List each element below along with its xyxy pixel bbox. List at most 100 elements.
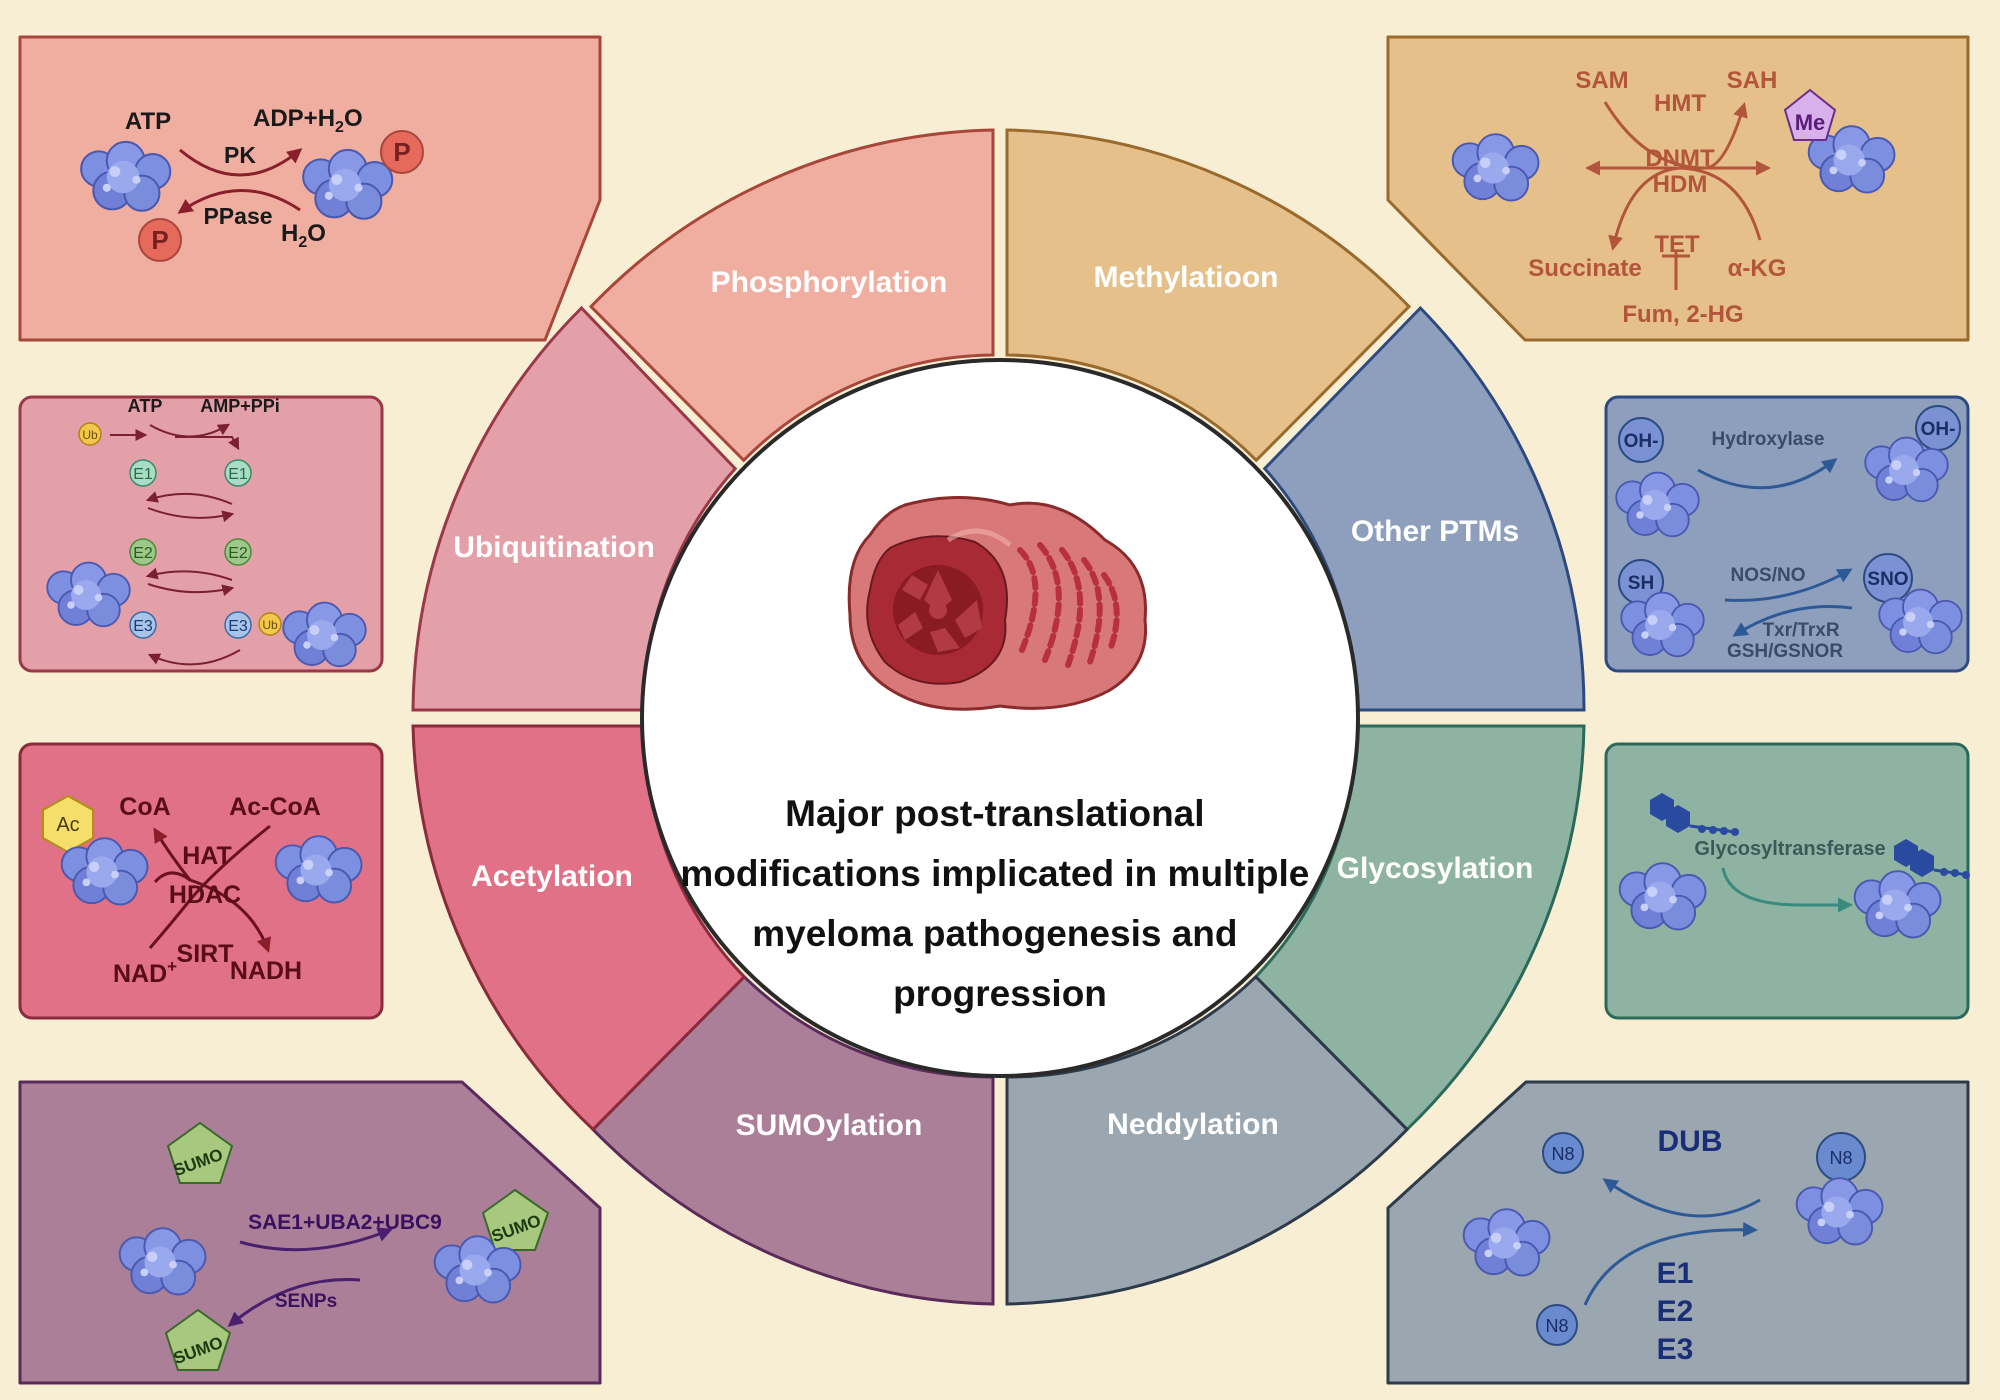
sumo-icon: SUMO — [481, 1188, 550, 1251]
phosphate-icon: P — [138, 218, 182, 262]
sam-sah-arrow — [1603, 101, 1748, 170]
segment-acetylation[interactable] — [411, 724, 747, 1132]
nitrosylation-arrow — [1724, 568, 1853, 602]
e1-icon: E1 — [224, 459, 252, 487]
svg-text:N8: N8 — [1545, 1316, 1568, 1336]
sumo-icon: SUMO — [166, 1121, 234, 1184]
svg-text:Ub: Ub — [262, 618, 278, 632]
ac-coa-label: Ac-CoA — [229, 793, 321, 821]
glycan-chain-icon — [1894, 839, 1970, 879]
alpha-kg-label: α-KG — [1728, 255, 1787, 282]
acetylation-panel: Ac CoA Ac-CoA HAT HDAC SIRT NAD+ NADH — [18, 742, 384, 1020]
ubiquitin-icon: Ub — [258, 612, 282, 636]
e3-icon: E3 — [129, 611, 157, 639]
nadh-label: NADH — [230, 957, 302, 985]
svg-text:SNO: SNO — [1867, 569, 1908, 590]
hydroxyl-group-icon: OH- — [1915, 405, 1961, 451]
phosphate-icon: P — [380, 130, 424, 174]
phosphorylation-label: Phosphorylation — [711, 266, 948, 299]
other-ptms-panel: OH- OH- SH SNO Hydroxylase NOS/NO Txr/Tr… — [1604, 395, 1970, 673]
gsh-gsnor-label: GSH/GSNOR — [1727, 641, 1843, 662]
svg-text:E1: E1 — [228, 466, 248, 483]
methylation-label: Methylatioon — [1094, 261, 1279, 294]
hat-label: HAT — [182, 842, 232, 870]
glycosylation-arrow — [1721, 867, 1853, 913]
atp-label: ATP — [125, 108, 171, 135]
sumoylation-arrow — [239, 1227, 393, 1252]
acetylation-arrow — [148, 824, 271, 949]
sumoylation-panel: SUMO SUMO SUMO SAE1+UBA2+UBC9 SENPs — [18, 1080, 602, 1385]
myeloma-cell-icon — [847, 496, 1148, 711]
svg-text:SH: SH — [1628, 573, 1654, 594]
senps-label: SENPs — [275, 1291, 337, 1312]
svg-text:Me: Me — [1795, 110, 1826, 135]
ppase-label: PPase — [203, 203, 272, 229]
akg-succinate-arrow — [1608, 166, 1762, 251]
inhibition-bar — [1662, 252, 1690, 290]
svg-text:Ub: Ub — [82, 428, 98, 442]
deneddylation-arrow — [1602, 1178, 1761, 1218]
dephosphorylation-arrow — [177, 189, 301, 214]
sumoylation-label: SUMOylation — [736, 1109, 923, 1142]
e3-label: E3 — [1657, 1333, 1694, 1366]
nos-no-label: NOS/NO — [1731, 565, 1806, 586]
hydroxylation-arrow — [1697, 458, 1838, 490]
hmt-label: HMT — [1654, 90, 1706, 117]
svg-text:P: P — [393, 137, 410, 167]
desumoylation-arrow — [227, 1278, 361, 1327]
glycosylation-panel: Glycosyltransferase — [1604, 742, 1970, 1020]
atp-label: ATP — [128, 396, 163, 416]
segment-phosphorylation[interactable] — [588, 128, 995, 463]
svg-text:OH-: OH- — [1624, 431, 1659, 452]
segment-other-ptms[interactable] — [1262, 305, 1586, 712]
e1-label: E1 — [1657, 1257, 1694, 1290]
acetyl-group-icon: Ac — [42, 794, 94, 854]
hdac-label: HDAC — [169, 881, 241, 909]
svg-text:OH-: OH- — [1921, 419, 1956, 440]
sumo-icon: SUMO — [164, 1308, 232, 1371]
segment-neddylation[interactable] — [1005, 974, 1410, 1306]
deacetylation-arrow — [153, 871, 271, 953]
pk-label: PK — [224, 142, 256, 168]
svg-text:N8: N8 — [1551, 1144, 1574, 1164]
nedd8-icon: N8 — [1816, 1132, 1866, 1182]
center-title: Major post-translational modifications i… — [680, 793, 1319, 1014]
coa-label: CoA — [119, 793, 170, 821]
e2-icon: E2 — [129, 538, 157, 566]
svg-text:N8: N8 — [1829, 1148, 1852, 1168]
svg-text:E2: E2 — [133, 545, 153, 562]
nedd8-icon: N8 — [1536, 1304, 1578, 1346]
adp-label: ADP+H2O — [253, 105, 363, 136]
svg-text:E3: E3 — [133, 618, 153, 635]
sae1-uba2-ubc9-label: SAE1+UBA2+UBC9 — [248, 1211, 442, 1234]
nitrosothiol-group-icon: SNO — [1863, 553, 1913, 603]
center-disc: Major post-translational modifications i… — [640, 358, 1360, 1078]
succinate-label: Succinate — [1528, 255, 1641, 282]
tet-label: TET — [1654, 231, 1700, 258]
methyl-group-icon: Me — [1783, 88, 1837, 141]
svg-text:Ac: Ac — [56, 814, 79, 836]
segment-sumoylation[interactable] — [590, 974, 995, 1306]
other-ptms-label: Other PTMs — [1351, 515, 1519, 548]
glycan-chain-icon — [1650, 793, 1739, 836]
ubiquitin-icon: Ub — [78, 422, 102, 446]
neddylation-label: Neddylation — [1107, 1108, 1279, 1141]
ptm-ring: Phosphorylation Methylatioon Other PTMs … — [411, 128, 1586, 1306]
segment-methylation[interactable] — [1005, 128, 1412, 463]
phosphorylation-panel: P P ATP ADP+H2O PK PPase H2O — [18, 35, 602, 342]
nedd8-icon: N8 — [1542, 1132, 1584, 1174]
hdm-label: HDM — [1653, 171, 1708, 198]
svg-text:P: P — [151, 225, 168, 255]
neddylation-arrow — [1583, 1222, 1758, 1306]
denitrosylation-arrow — [1732, 605, 1853, 637]
nad-label: NAD+ — [113, 957, 177, 988]
dnmt-label: DNMT — [1645, 145, 1715, 172]
glycosylation-label: Glycosylation — [1337, 852, 1534, 885]
amp-ppi-label: AMP+PPi — [200, 396, 280, 416]
ubiquitination-label: Ubiquitination — [453, 531, 655, 564]
e2-label: E2 — [1657, 1295, 1694, 1328]
svg-text:E3: E3 — [228, 618, 248, 635]
fum-label: Fum, 2-HG — [1622, 301, 1743, 328]
glycosyltransferase-label: Glycosyltransferase — [1694, 838, 1885, 860]
